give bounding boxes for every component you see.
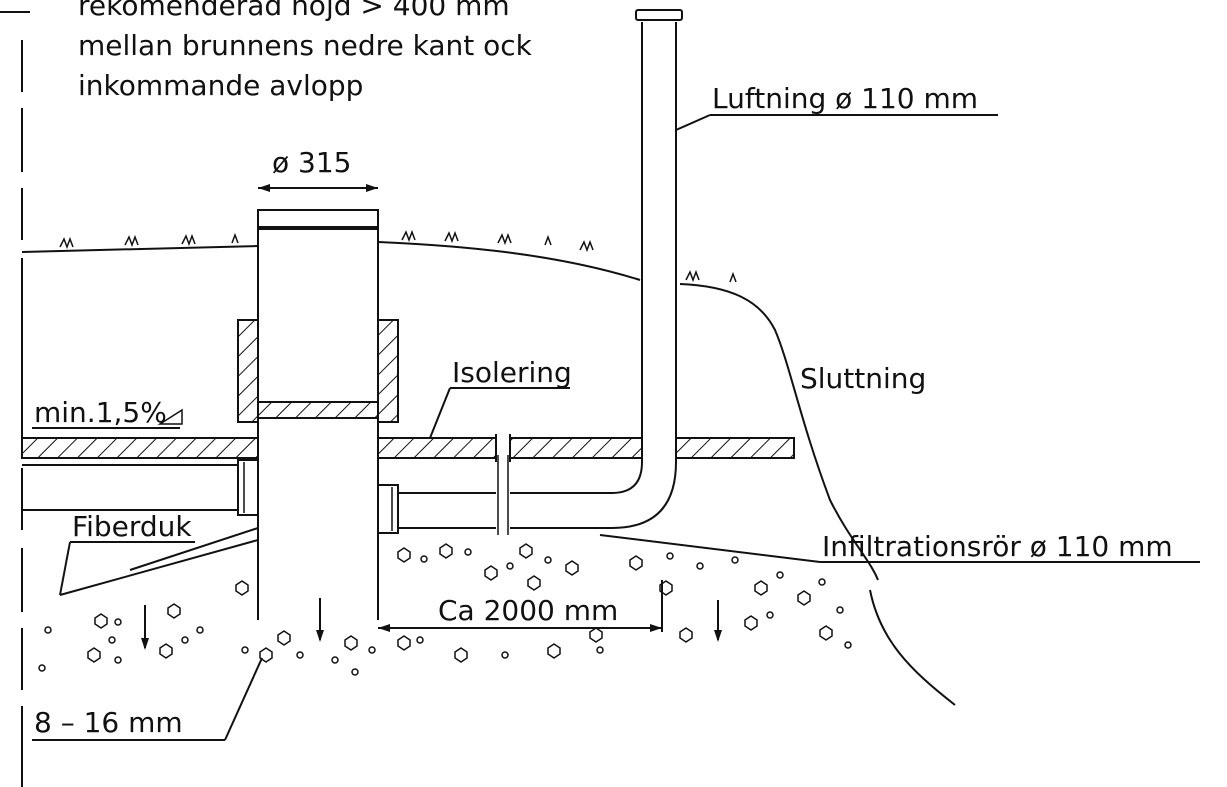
gravel-stones (38, 543, 852, 676)
incoming-pipe (22, 459, 259, 516)
distance-dimension: Ca 2000 mm (378, 580, 663, 632)
well (237, 209, 399, 620)
slope-min-label: min.1,5% (34, 396, 167, 429)
left-boundary-dashes (0, 11, 30, 787)
grass-tufts (59, 229, 737, 283)
infiltration-label: Infiltrationsrör ø 110 mm (822, 530, 1173, 563)
slope-min-label-group: min.1,5% (32, 396, 183, 429)
distance-label: Ca 2000 mm (438, 594, 618, 627)
insulation-label-group: Isolering (429, 356, 572, 439)
gravel-label: 8 – 16 mm (34, 706, 183, 739)
flow-arrows (141, 598, 722, 650)
insulation-layers (21, 434, 795, 462)
slope-label: Sluttning (800, 362, 926, 395)
infiltration-label-group: Infiltrationsrör ø 110 mm (599, 530, 1200, 563)
ground-surface (21, 229, 956, 706)
note-line-3: inkommande avlopp (78, 69, 363, 102)
ventilation-label: Luftning ø 110 mm (712, 82, 978, 115)
fiber-label: Fiberduk (72, 510, 192, 543)
well-diameter-label: ø 315 (272, 146, 351, 179)
well-diameter-dimension: ø 315 (258, 146, 378, 192)
insulation-label: Isolering (452, 356, 572, 389)
note-line-2: mellan brunnens nedre kant ock (78, 29, 533, 62)
gravel-label-group: 8 – 16 mm (32, 657, 263, 741)
ventilation-label-group: Luftning ø 110 mm (675, 82, 998, 131)
height-note: rekomenderad höjd > 400 mm mellan brunne… (78, 0, 533, 102)
note-line-1: rekomenderad höjd > 400 mm (78, 0, 510, 22)
infiltration-pipe (377, 9, 683, 535)
fiber-label-group: Fiberduk (59, 510, 259, 596)
